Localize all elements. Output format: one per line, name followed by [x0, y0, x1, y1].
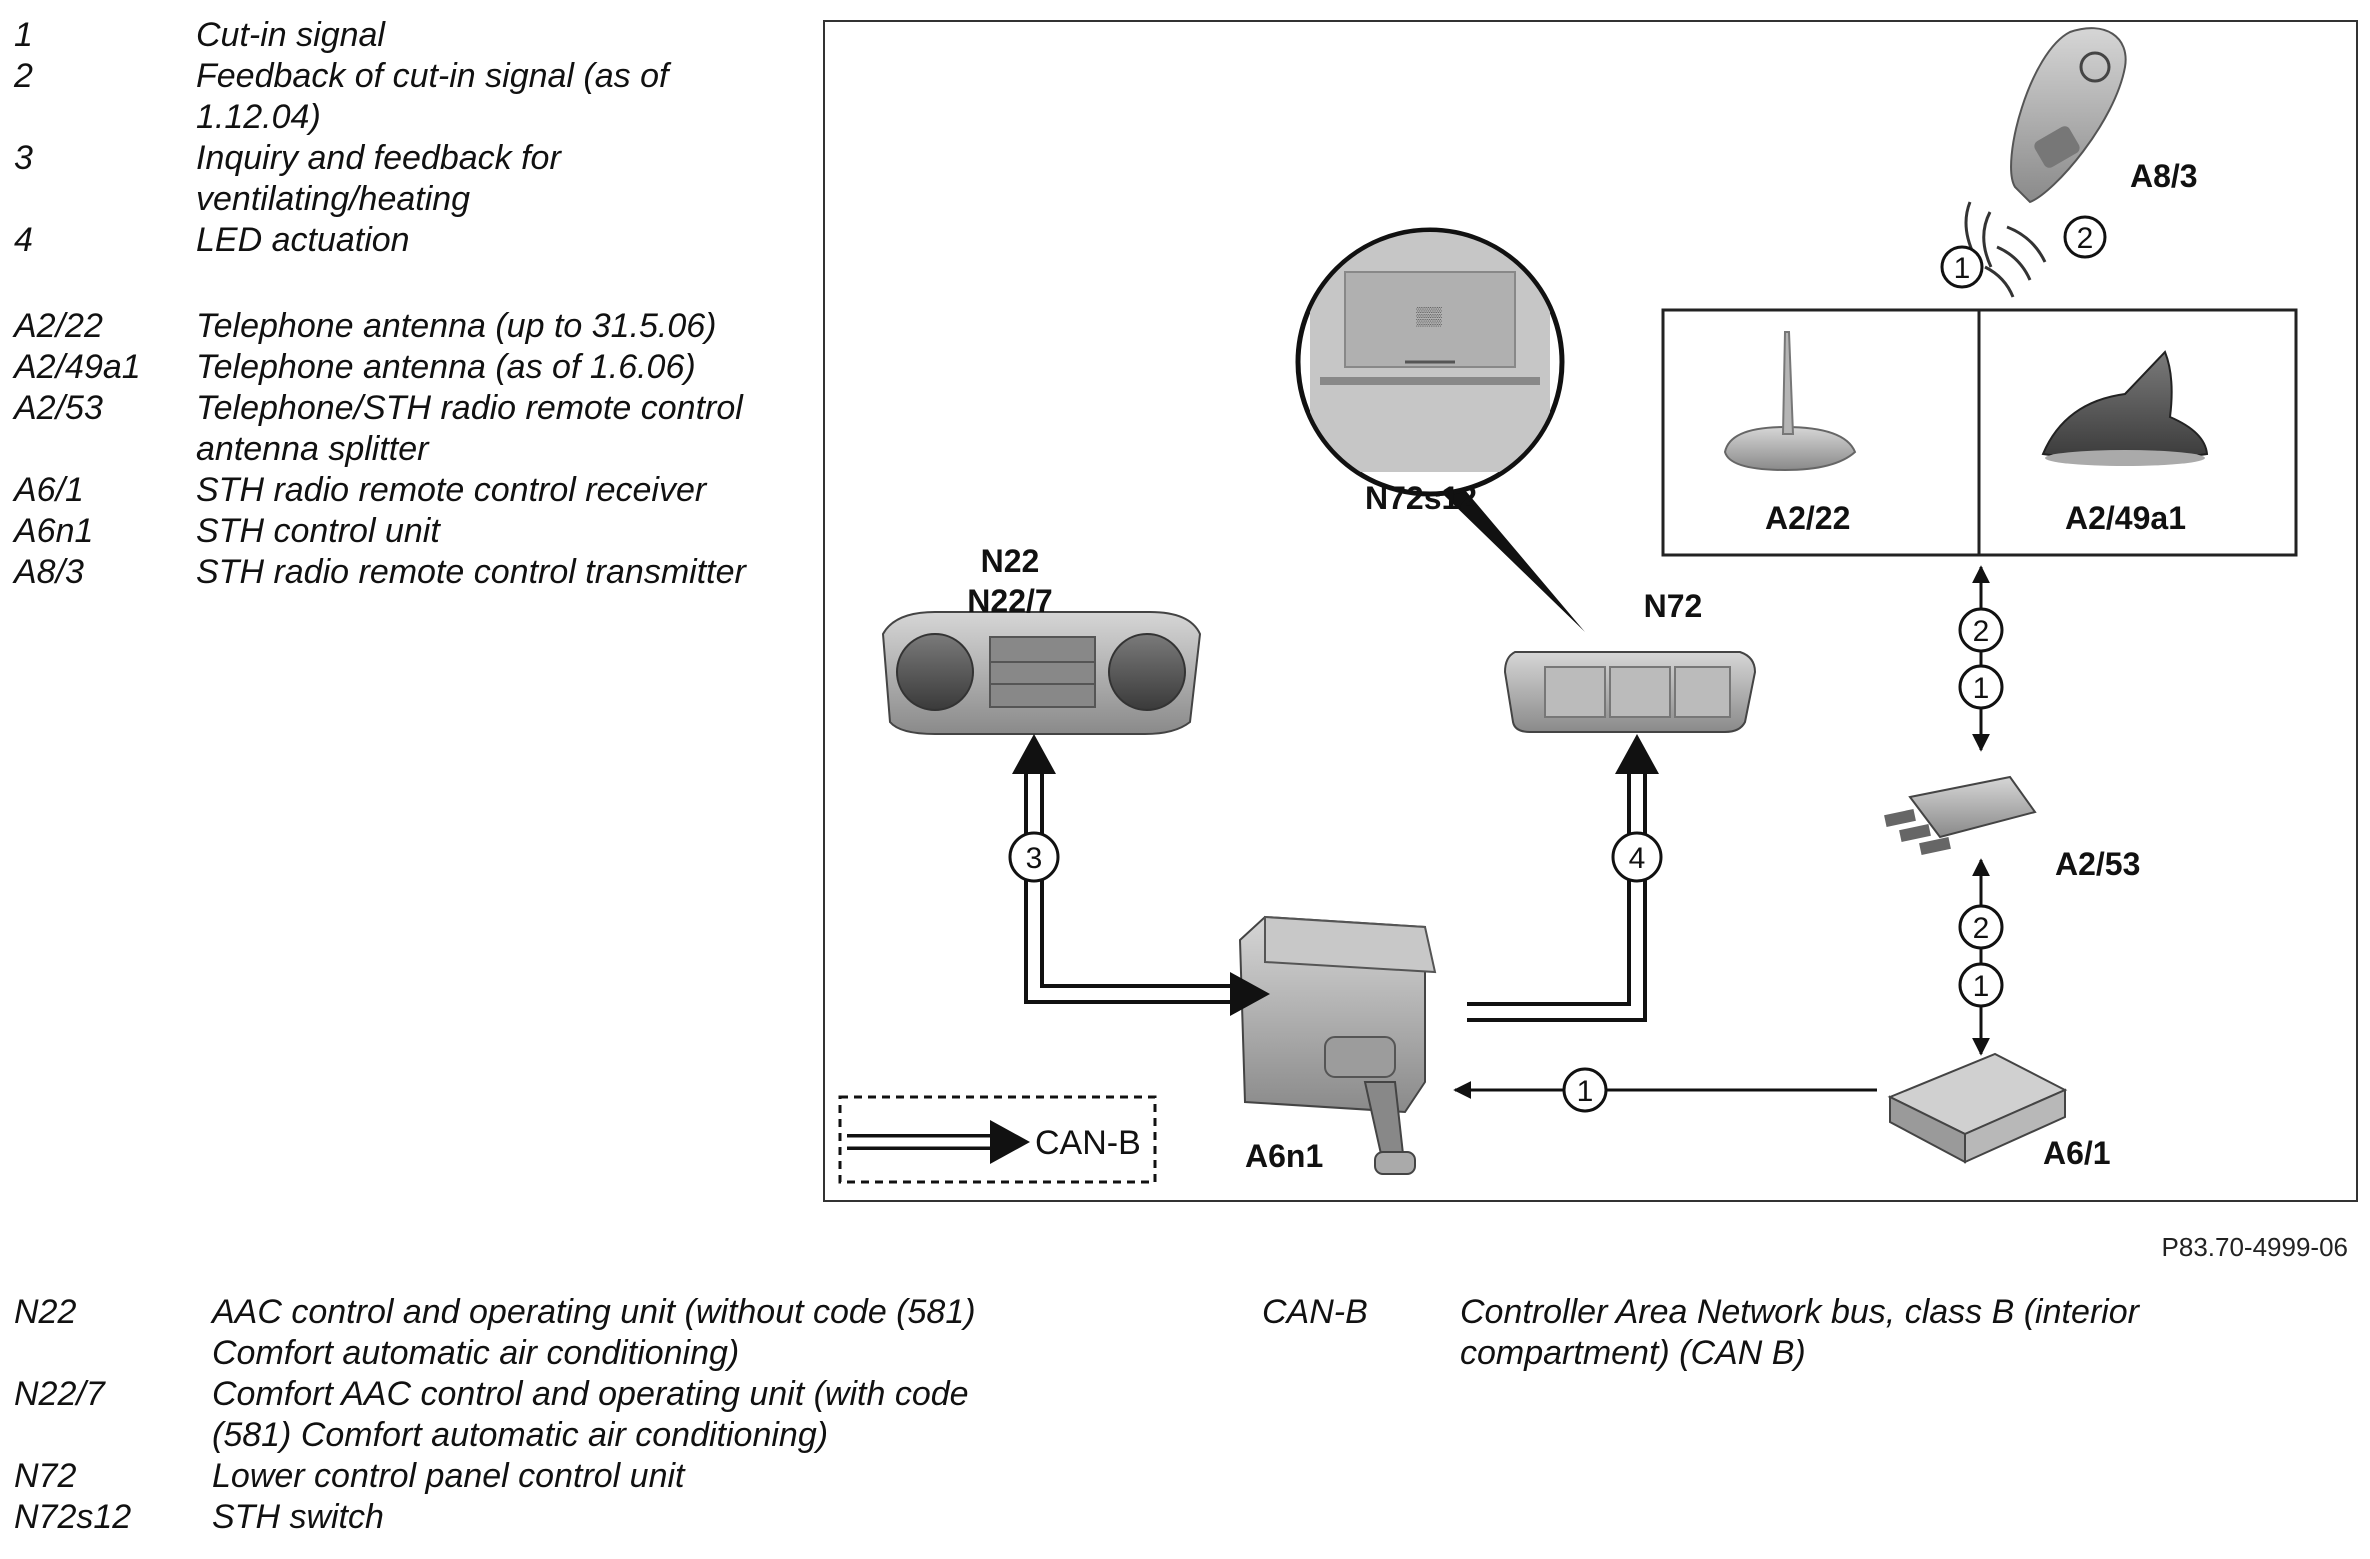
- wiring-diagram: A8/3 1 2 A2/22 A2/49a1 2: [823, 20, 2358, 1202]
- signal-marker-antenna-cut-in: 1: [1958, 664, 2004, 710]
- legend-desc: STH radio remote control transmitter: [196, 553, 746, 591]
- radio-receiver-a6-1: [1887, 1052, 2068, 1164]
- lower-control-panel-n72: [1503, 651, 1757, 733]
- legend-code: 3: [14, 139, 33, 177]
- legend-desc: Lower control panel control unit: [212, 1457, 685, 1495]
- legend-item: N72s12 STH switch: [14, 1497, 1054, 1538]
- switch-callout-n72s12: ▒▒: [1295, 227, 1585, 632]
- figure-reference: P83.70-4999-06: [2161, 1232, 2348, 1262]
- label-n72s12: N72s12: [1365, 480, 1477, 516]
- label-n22-7: N22/7: [967, 583, 1052, 619]
- legend-desc: STH switch: [212, 1498, 384, 1536]
- legend-desc: Telephone antenna (as of 1.6.06): [196, 348, 696, 386]
- legend-desc: STH control unit: [196, 512, 440, 550]
- legend-code: A6n1: [14, 512, 94, 550]
- can-b-key-label: CAN-B: [1035, 1124, 1141, 1162]
- aac-control-unit-n22: [881, 611, 1202, 735]
- legend-desc: Inquiry and feedback for ventilating/hea…: [196, 139, 561, 218]
- label-a2-53: A2/53: [2055, 846, 2140, 882]
- svg-text:3: 3: [1026, 842, 1043, 875]
- legend-desc: Cut-in signal: [196, 16, 385, 54]
- telephone-antenna-a2-22: [1723, 331, 1857, 472]
- legend-item: N22 AAC control and operating unit (witho…: [14, 1292, 1054, 1374]
- legend-desc: LED actuation: [196, 221, 410, 259]
- legend-code: CAN-B: [1262, 1293, 1368, 1331]
- signal-marker-receiver-cut-in: 1: [1562, 1067, 1608, 1113]
- legend-desc: Telephone antenna (up to 31.5.06): [196, 307, 717, 345]
- legend-item: 1 Cut-in signal: [14, 15, 754, 56]
- sth-control-unit-a6n1: [1238, 915, 1437, 1175]
- svg-text:▒▒: ▒▒: [1416, 306, 1442, 327]
- legend-item: A6/1 STH radio remote control receiver: [14, 470, 754, 511]
- label-n72: N72: [1644, 588, 1703, 624]
- legend-code: A8/3: [14, 553, 84, 591]
- legend-item: A2/22 Telephone antenna (up to 31.5.06): [14, 306, 754, 347]
- legend-item: A8/3 STH radio remote control transmitter: [14, 552, 754, 593]
- legend-desc: AAC control and operating unit (without …: [212, 1293, 976, 1372]
- legend-item: CAN-B Controller Area Network bus, class …: [1262, 1292, 2262, 1374]
- legend-item: A2/53 Telephone/STH radio remote control …: [14, 388, 754, 470]
- antenna-splitter-a2-53: [1884, 775, 2037, 855]
- legend-bottom-left: N22 AAC control and operating unit (witho…: [14, 1292, 1054, 1538]
- legend-item: A6n1 STH control unit: [14, 511, 754, 552]
- legend-desc: Telephone/STH radio remote control anten…: [196, 389, 743, 468]
- legend-bottom-right: CAN-B Controller Area Network bus, class …: [1262, 1292, 2262, 1374]
- svg-text:2: 2: [1973, 912, 1990, 945]
- signal-marker-splitter-feedback: 2: [1958, 904, 2004, 950]
- svg-text:2: 2: [2077, 222, 2094, 255]
- legend-code: A2/22: [14, 307, 103, 345]
- legend-code: 2: [14, 57, 33, 95]
- svg-text:1: 1: [1973, 970, 1990, 1003]
- legend-code: 4: [14, 221, 33, 259]
- legend-item: 3 Inquiry and feedback for ventilating/he…: [14, 138, 754, 220]
- can-b-key: [838, 1095, 1157, 1184]
- legend-code: N22: [14, 1293, 77, 1331]
- telephone-antenna-a2-49a1: [2041, 350, 2209, 466]
- label-a8-3: A8/3: [2130, 158, 2198, 194]
- signal-marker-remote-feedback: 2: [2063, 215, 2107, 259]
- legend-code: A2/53: [14, 389, 103, 427]
- label-a2-49a1: A2/49a1: [2065, 500, 2186, 536]
- signal-marker-remote-cut-in: 1: [1940, 245, 1984, 289]
- legend-top: 1 Cut-in signal 2 Feedback of cut-in signa…: [14, 15, 754, 593]
- legend-desc: Controller Area Network bus, class B (in…: [1460, 1293, 2139, 1372]
- label-n22: N22: [981, 543, 1040, 579]
- legend-item: 4 LED actuation: [14, 220, 754, 261]
- label-a6n1: A6n1: [1245, 1138, 1323, 1174]
- legend-code: N22/7: [14, 1375, 105, 1413]
- legend-item: N22/7 Comfort AAC control and operating u…: [14, 1374, 1054, 1456]
- label-a2-22: A2/22: [1765, 500, 1850, 536]
- legend-code: 1: [14, 16, 33, 54]
- svg-text:1: 1: [1954, 252, 1971, 285]
- svg-text:2: 2: [1973, 615, 1990, 648]
- svg-text:1: 1: [1577, 1075, 1594, 1108]
- legend-code: N72: [14, 1457, 77, 1495]
- svg-text:4: 4: [1629, 842, 1646, 875]
- legend-desc: STH radio remote control receiver: [196, 471, 707, 509]
- legend-item: N72 Lower control panel control unit: [14, 1456, 1054, 1497]
- svg-text:1: 1: [1973, 672, 1990, 705]
- legend-desc: Comfort AAC control and operating unit (…: [212, 1375, 969, 1454]
- diagram-canvas: A8/3 1 2 A2/22 A2/49a1 2: [838, 27, 2298, 1184]
- signal-marker-led: 4: [1611, 831, 1663, 883]
- legend-code: A2/49a1: [14, 348, 141, 386]
- signal-marker-inquiry: 3: [1008, 831, 1060, 883]
- legend-desc: Feedback of cut-in signal (as of 1.12.04…: [196, 57, 669, 136]
- legend-item: A2/49a1 Telephone antenna (as of 1.6.06): [14, 347, 754, 388]
- label-a6-1: A6/1: [2043, 1135, 2111, 1171]
- signal-marker-antenna-feedback: 2: [1958, 607, 2004, 653]
- legend-code: N72s12: [14, 1498, 132, 1536]
- legend-code: A6/1: [14, 471, 84, 509]
- remote-transmitter-a8-3: [1964, 27, 2127, 298]
- legend-item: 2 Feedback of cut-in signal (as of 1.12.0…: [14, 56, 754, 138]
- signal-marker-splitter-cut-in: 1: [1958, 962, 2004, 1008]
